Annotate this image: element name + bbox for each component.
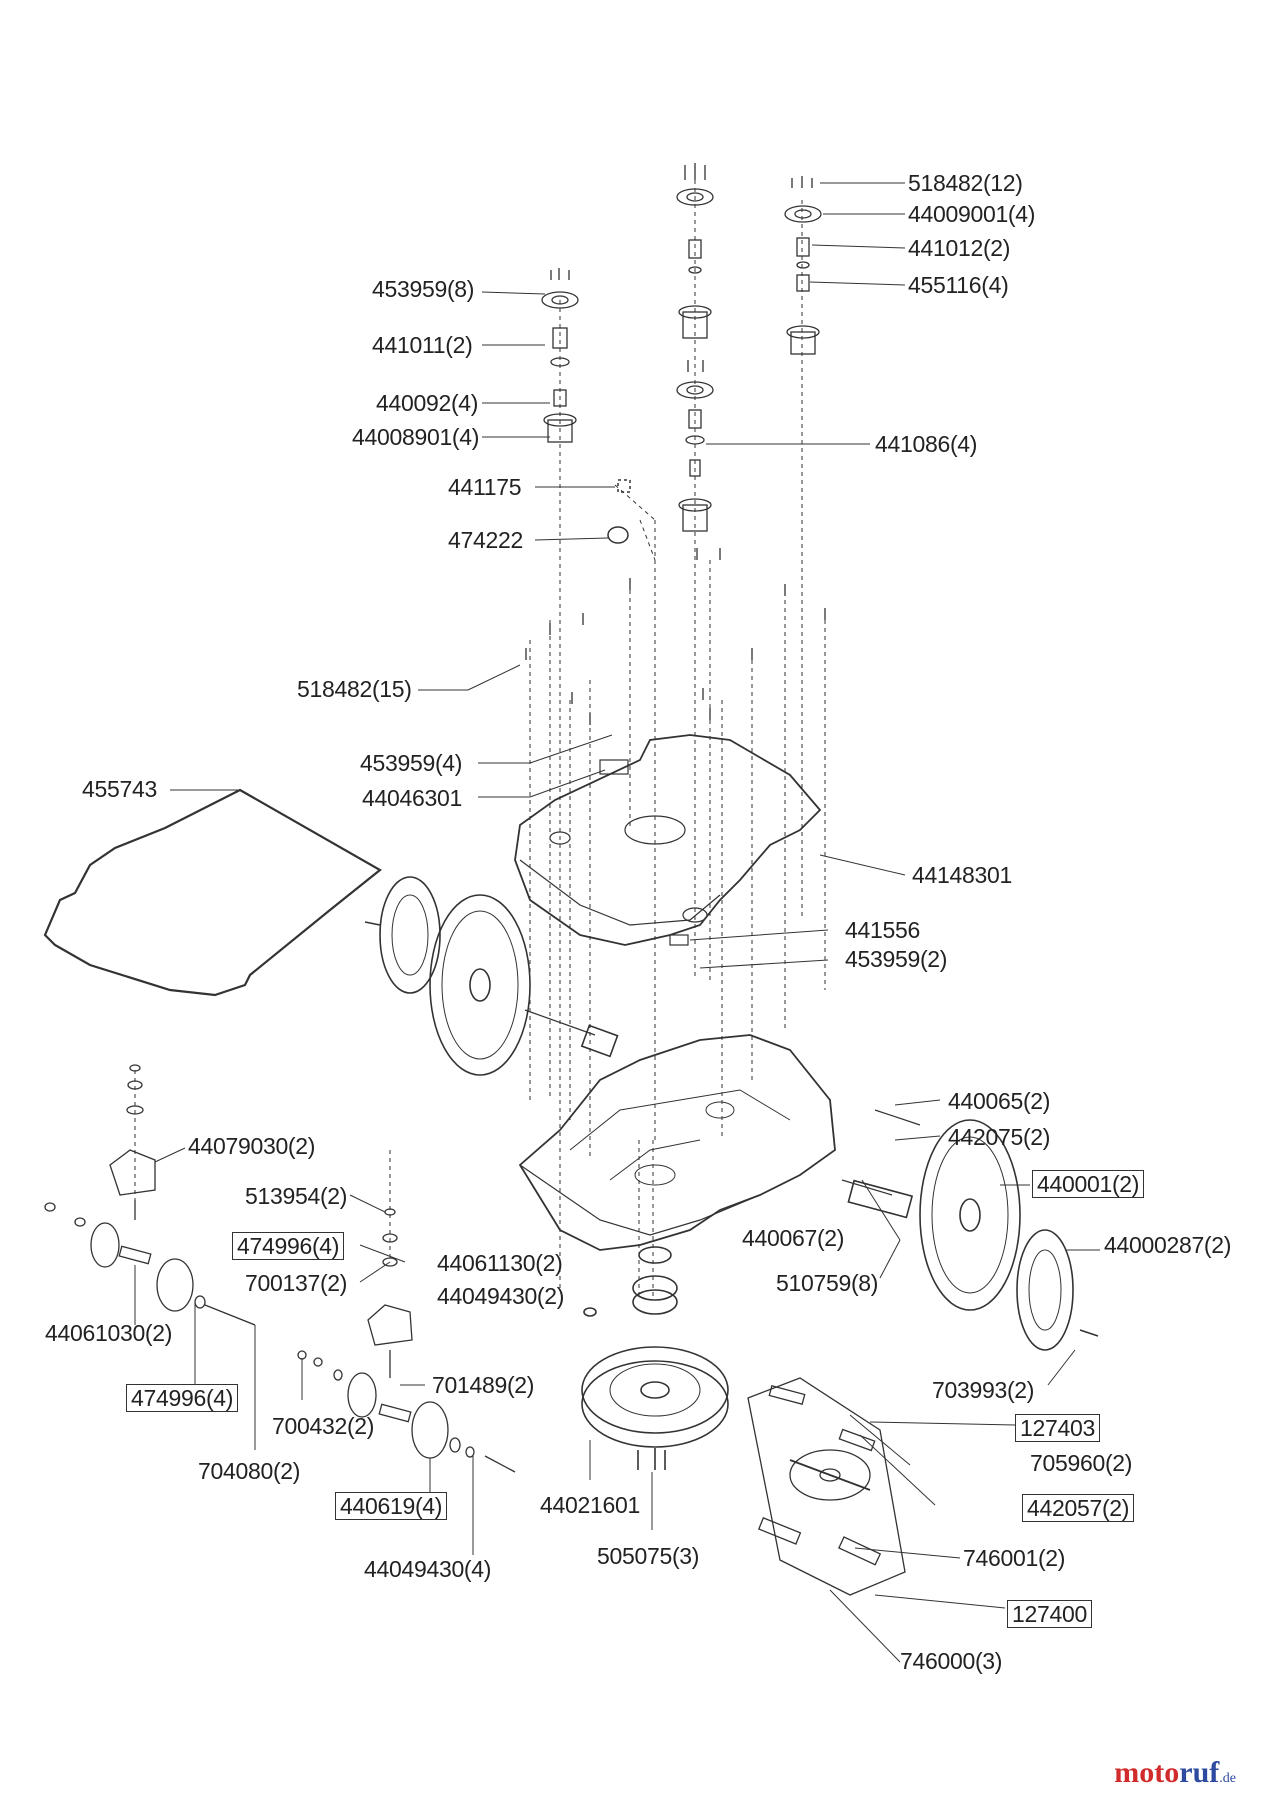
label-453959-8: 453959(8) xyxy=(372,276,475,302)
label-127403: 127403 xyxy=(1015,1414,1100,1442)
label-518482-15: 518482(15) xyxy=(297,676,412,702)
label-513954-2: 513954(2) xyxy=(245,1183,348,1209)
label-474222: 474222 xyxy=(448,527,523,553)
label-440067-2: 440067(2) xyxy=(742,1225,845,1251)
label-701489-2: 701489(2) xyxy=(432,1372,535,1398)
label-453959-4: 453959(4) xyxy=(360,750,463,776)
center-stack xyxy=(676,163,714,532)
left-caster-assembly xyxy=(44,1064,256,1326)
label-704080-2: 704080(2) xyxy=(198,1458,301,1484)
lower-chassis xyxy=(518,1034,836,1251)
leader-lines xyxy=(134,182,1100,1663)
left-drive-wheel xyxy=(364,876,619,1076)
label-127400: 127400 xyxy=(1007,1600,1092,1628)
label-453959-2: 453959(2) xyxy=(845,946,948,972)
label-746001-2: 746001(2) xyxy=(963,1545,1066,1571)
brand-logo: motoruf.de xyxy=(1114,1756,1236,1789)
label-700137-2: 700137(2) xyxy=(245,1270,348,1296)
label-455116-4: 455116(4) xyxy=(908,272,1009,298)
label-44009001-4: 44009001(4) xyxy=(908,201,1036,227)
label-441011-2: 441011(2) xyxy=(372,332,473,358)
label-518482-12: 518482(12) xyxy=(908,170,1023,196)
label-746000-3: 746000(3) xyxy=(900,1648,1003,1674)
label-44148301: 44148301 xyxy=(912,862,1012,888)
label-441086-4: 441086(4) xyxy=(875,431,978,457)
top-shell xyxy=(514,734,822,946)
part-441556 xyxy=(669,934,689,946)
label-474996-4b: 474996(4) xyxy=(126,1384,239,1412)
label-440065-2: 440065(2) xyxy=(948,1088,1051,1114)
label-455743: 455743 xyxy=(82,776,157,802)
label-44000287-2: 44000287(2) xyxy=(1104,1232,1232,1258)
label-441556: 441556 xyxy=(845,917,920,943)
blade-kit-panel xyxy=(747,1377,906,1596)
label-703993-2: 703993(2) xyxy=(932,1377,1035,1403)
perimeter-wire xyxy=(43,788,382,997)
label-44049430-4: 44049430(4) xyxy=(364,1556,492,1582)
label-510759-8: 510759(8) xyxy=(776,1270,879,1296)
shell-screws xyxy=(525,548,826,725)
label-44046301: 44046301 xyxy=(362,785,462,811)
label-44021601: 44021601 xyxy=(540,1492,640,1518)
part-44046301 xyxy=(599,759,629,775)
label-705960-2: 705960(2) xyxy=(1030,1450,1133,1476)
label-700432-2: 700432(2) xyxy=(272,1413,375,1439)
label-440001-2: 440001(2) xyxy=(1032,1170,1145,1198)
label-44079030-2: 44079030(2) xyxy=(188,1133,316,1159)
label-44008901-4: 44008901(4) xyxy=(352,424,480,450)
label-441012-2: 441012(2) xyxy=(908,235,1011,261)
label-442075-2: 442075(2) xyxy=(948,1124,1051,1150)
cutting-disc xyxy=(581,1246,729,1470)
label-440092-4: 440092(4) xyxy=(376,390,479,416)
part-441175 xyxy=(617,479,631,493)
center-caster-assembly xyxy=(297,1208,516,1473)
assembly-axes xyxy=(134,180,826,1300)
right-stack xyxy=(784,176,822,355)
part-474222 xyxy=(607,526,629,544)
label-440619-4: 440619(4) xyxy=(335,1492,448,1520)
label-474996-4a: 474996(4) xyxy=(232,1232,345,1260)
label-442057-2: 442057(2) xyxy=(1022,1494,1135,1522)
label-44061030-2: 44061030(2) xyxy=(45,1320,173,1346)
right-drive-wheel xyxy=(841,1109,1099,1351)
label-441175: 441175 xyxy=(448,474,522,500)
label-505075-3: 505075(3) xyxy=(597,1543,700,1569)
label-44049430-2: 44049430(2) xyxy=(437,1283,565,1309)
label-44061130-2: 44061130(2) xyxy=(437,1250,563,1276)
left-stack xyxy=(541,268,579,443)
